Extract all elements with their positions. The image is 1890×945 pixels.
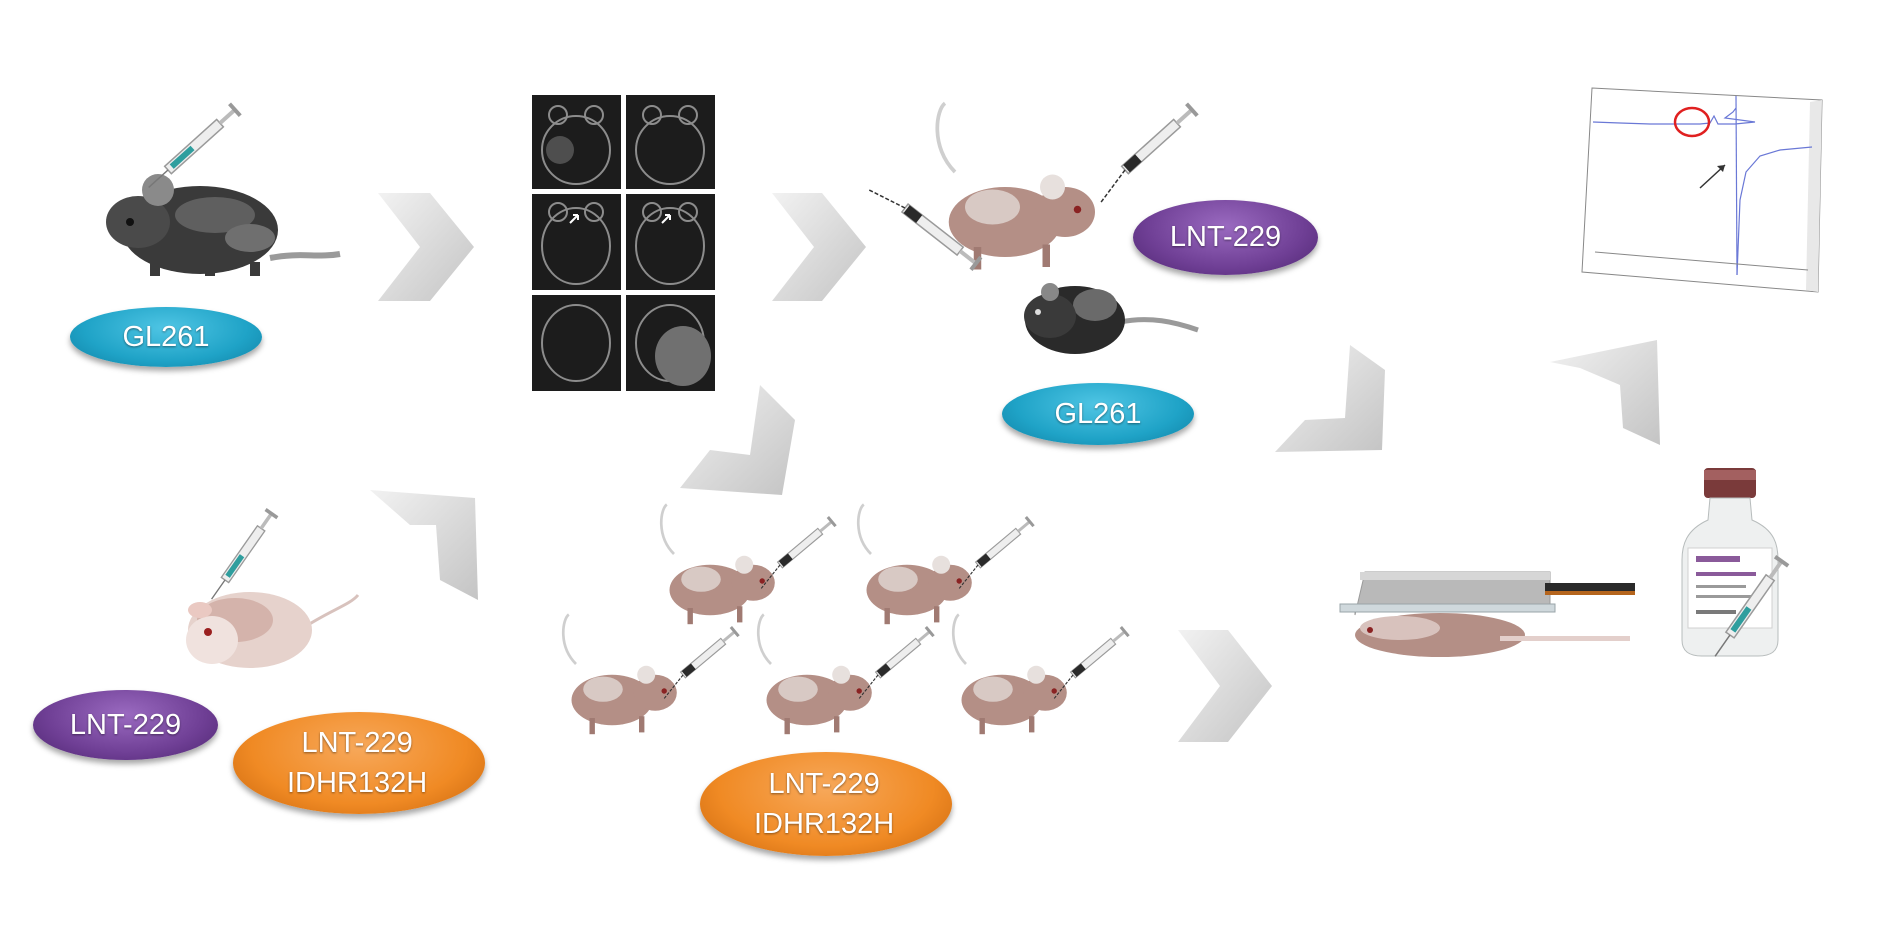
mr-coil-icon [1340, 572, 1635, 657]
idh-label-bottom: LNT-229 IDHR132H [233, 712, 485, 814]
nude-mouse-icon [953, 615, 1067, 735]
chevron-arrow-icon [1550, 340, 1660, 445]
nude-mouse-icon [858, 505, 972, 625]
lnt229-label-bottom-text: LNT-229 [70, 709, 181, 742]
chevron-arrow-icon [378, 193, 474, 301]
syringe-icon [1090, 102, 1199, 202]
idh-label-middle-line2: IDHR132H [754, 804, 894, 844]
idh-label-middle-line1: LNT-229 [754, 764, 894, 804]
idh-label-bottom-line2: IDHR132H [287, 763, 427, 803]
gl261-label-right-text: GL261 [1054, 398, 1141, 431]
idh-label-bottom-line1: LNT-229 [287, 723, 427, 763]
chevron-arrow-icon [772, 193, 866, 301]
nude-mouse-icon [661, 505, 775, 625]
gl261-label-top-text: GL261 [122, 321, 209, 354]
black-mouse-icon [1024, 283, 1198, 354]
gl261-label-right: GL261 [1002, 383, 1194, 445]
chevron-arrow-icon [370, 490, 478, 600]
syringe-icon [206, 508, 279, 603]
lnt229-label-right-text: LNT-229 [1170, 221, 1281, 254]
lnt229-label-right: LNT-229 [1133, 200, 1318, 275]
mri-panel-icon [530, 93, 717, 393]
chevron-arrow-icon [680, 385, 795, 495]
nude-mouse-icon [758, 615, 872, 735]
chevron-arrow-icon [1178, 630, 1272, 742]
gl261-label-top: GL261 [70, 307, 262, 367]
chevron-arrow-icon [1275, 345, 1385, 452]
idh-label-middle: LNT-229 IDHR132H [700, 752, 952, 856]
spectrum-plot-icon [1582, 88, 1822, 292]
nude-mouse-icon [186, 592, 358, 668]
nude-mouse-icon [563, 615, 677, 735]
syringe-icon [143, 102, 241, 193]
lnt229-label-bottom: LNT-229 [33, 690, 218, 760]
black-mouse-icon [106, 174, 340, 276]
